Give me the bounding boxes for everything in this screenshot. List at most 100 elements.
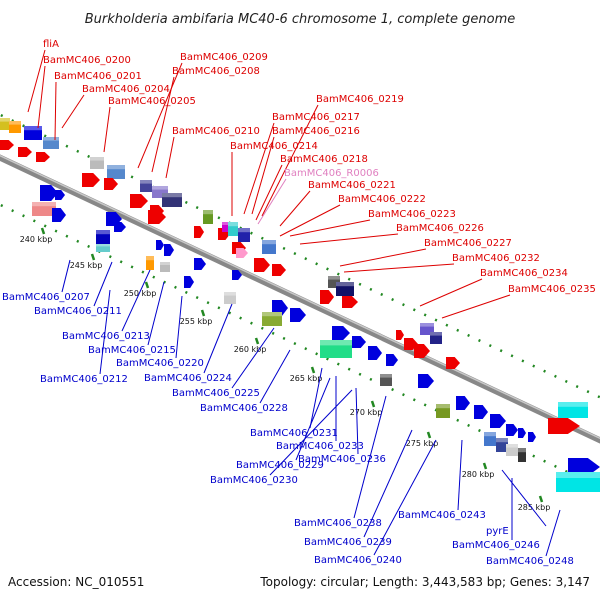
gene-feature bbox=[272, 264, 286, 276]
backbone-line bbox=[0, 154, 600, 444]
gene-feature bbox=[518, 448, 526, 462]
gene-block-shine bbox=[556, 472, 600, 478]
reverse-gene-label: BamMC406_0231 bbox=[250, 428, 338, 439]
gene-arrow bbox=[290, 308, 306, 322]
gene-arrow bbox=[528, 432, 536, 442]
gene-block bbox=[146, 256, 154, 270]
gene-feature bbox=[184, 276, 194, 288]
gene-feature bbox=[320, 340, 352, 358]
gene-feature bbox=[496, 438, 508, 452]
reverse-gene-label: BamMC406_0238 bbox=[294, 518, 382, 529]
forward-leader-line bbox=[257, 178, 287, 225]
gene-feature bbox=[484, 432, 496, 446]
gene-block bbox=[518, 448, 526, 462]
forward-leader-line bbox=[299, 233, 399, 245]
reverse-leader-line bbox=[309, 367, 323, 429]
gene-block-shine bbox=[43, 137, 59, 141]
gene-block-shine bbox=[140, 180, 152, 184]
gene-arrow bbox=[506, 424, 518, 436]
reverse-leader-line bbox=[295, 377, 331, 461]
gene-feature bbox=[238, 228, 250, 242]
reverse-gene-label: BamMC406_0224 bbox=[144, 373, 232, 384]
gene-block-shine bbox=[146, 256, 154, 261]
gene-arrow bbox=[352, 336, 366, 348]
forward-gene-label: BamMC406_0222 bbox=[338, 194, 426, 205]
gene-feature bbox=[396, 330, 404, 340]
reverse-gene-label: BamMC406_0248 bbox=[486, 556, 574, 567]
backbone-highlight bbox=[0, 154, 600, 440]
gene-block-shine bbox=[262, 312, 282, 317]
gene-arrow bbox=[104, 178, 118, 190]
accession-text: Accession: NC_010551 bbox=[8, 575, 144, 589]
gene-block-shine bbox=[328, 276, 340, 280]
gene-arrow bbox=[36, 152, 50, 162]
kbp-tick-mark bbox=[144, 281, 150, 289]
gene-block bbox=[107, 165, 125, 179]
gene-feature bbox=[380, 374, 392, 386]
kbp-tick-label: 280 kbp bbox=[462, 470, 495, 479]
gene-block bbox=[162, 193, 182, 207]
forward-gene-label: BamMC406_0227 bbox=[424, 238, 512, 249]
forward-gene-label: BamMC406_0218 bbox=[280, 154, 368, 165]
gene-feature bbox=[52, 208, 66, 222]
gene-block-shine bbox=[238, 228, 250, 233]
reverse-leader-line bbox=[355, 387, 359, 455]
gene-block bbox=[484, 432, 496, 446]
reverse-gene-label: BamMC406_0236 bbox=[298, 454, 386, 465]
gene-feature bbox=[96, 230, 110, 244]
forward-gene-label: BamMC406_0216 bbox=[272, 126, 360, 137]
gene-block-shine bbox=[96, 244, 110, 247]
gene-block-shine bbox=[436, 404, 450, 409]
gene-feature bbox=[203, 210, 213, 224]
gene-arrow bbox=[164, 244, 174, 256]
kbp-tick-mark bbox=[538, 495, 544, 503]
gene-arrow bbox=[184, 276, 194, 288]
gene-feature bbox=[160, 262, 170, 272]
gene-feature bbox=[114, 222, 126, 232]
gene-feature bbox=[43, 137, 59, 149]
kbp-tick-label: 255 kbp bbox=[180, 317, 213, 326]
gene-arrow bbox=[0, 140, 14, 150]
reverse-gene-label: BamMC406_0220 bbox=[116, 358, 204, 369]
gene-block-shine bbox=[162, 193, 182, 198]
kbp-tick-label: 245 kbp bbox=[70, 261, 103, 270]
gene-arrow bbox=[40, 185, 58, 201]
gene-block-shine bbox=[506, 444, 518, 448]
gene-feature bbox=[104, 178, 118, 190]
reverse-leader-line bbox=[259, 349, 291, 404]
gene-block-shine bbox=[336, 282, 354, 287]
gene-arrow bbox=[156, 240, 164, 250]
gene-feature bbox=[332, 326, 350, 340]
forward-gene-label: BamMC406_0235 bbox=[508, 284, 596, 295]
forward-gene-label: BamMC406_0208 bbox=[172, 66, 260, 77]
forward-leader-line bbox=[343, 263, 455, 273]
forward-leader-line bbox=[137, 62, 183, 169]
gene-arrow bbox=[194, 226, 204, 238]
reverse-gene-label: BamMC406_0225 bbox=[172, 388, 260, 399]
gene-feature bbox=[446, 357, 460, 369]
gene-arrow bbox=[568, 458, 600, 476]
gene-arrow bbox=[82, 173, 100, 187]
reverse-leader-line bbox=[121, 269, 151, 332]
gene-block bbox=[228, 222, 238, 236]
forward-leader-line bbox=[279, 204, 341, 237]
gene-arrow bbox=[490, 414, 506, 428]
gene-block-shine bbox=[32, 202, 56, 207]
reverse-gene-label: BamMC406_0243 bbox=[398, 510, 486, 521]
kbp-tick-label: 260 kbp bbox=[234, 345, 267, 354]
gene-arrow bbox=[254, 258, 270, 272]
gene-feature bbox=[518, 428, 526, 438]
reverse-gene-label: BamMC406_0215 bbox=[88, 345, 176, 356]
gene-feature bbox=[82, 173, 100, 187]
reverse-leader-line bbox=[203, 303, 233, 374]
map-title: Burkholderia ambifaria MC40-6 chromosome… bbox=[85, 12, 515, 27]
gene-block-shine bbox=[224, 292, 236, 296]
reverse-leader-line bbox=[501, 469, 547, 527]
forward-gene-label: BamMC406_0210 bbox=[172, 126, 260, 137]
reverse-leader-line bbox=[457, 439, 463, 511]
gene-feature bbox=[490, 414, 506, 428]
kbp-tick-mark bbox=[200, 309, 206, 317]
gene-block bbox=[224, 292, 236, 304]
gene-feature bbox=[24, 126, 42, 140]
gene-arrow bbox=[236, 248, 248, 258]
